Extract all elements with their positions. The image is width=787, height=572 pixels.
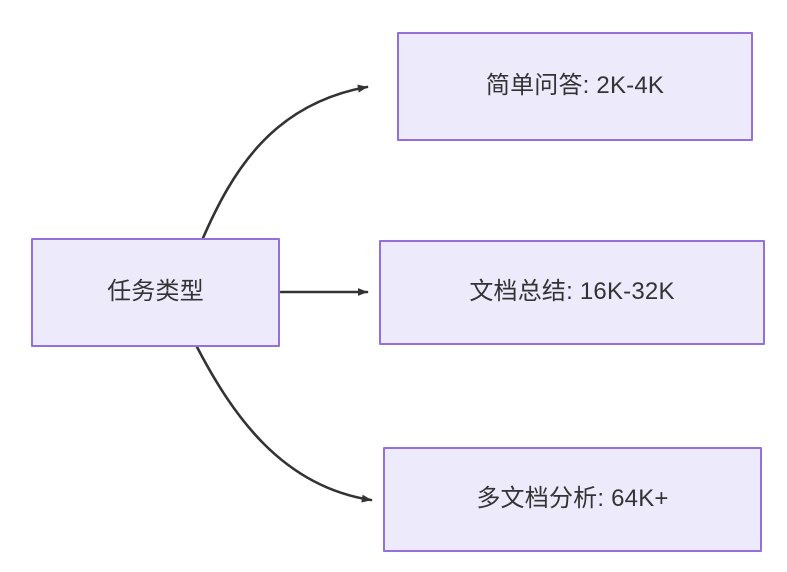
node-doc-summary-label: 文档总结: 16K-32K [469, 278, 675, 306]
node-doc-summary[interactable]: 文档总结: 16K-32K [379, 240, 765, 345]
node-task-type-label: 任务类型 [107, 278, 204, 306]
edge-task-to-multi-doc [195, 345, 373, 503]
node-multi-doc-label: 多文档分析: 64K+ [476, 485, 669, 513]
node-task-type[interactable]: 任务类型 [31, 238, 280, 347]
node-simple-qa[interactable]: 简单问答: 2K-4K [397, 32, 753, 141]
node-multi-doc[interactable]: 多文档分析: 64K+ [383, 447, 762, 552]
node-simple-qa-label: 简单问答: 2K-4K [485, 72, 665, 100]
edge-task-to-simple-qa [201, 84, 369, 240]
